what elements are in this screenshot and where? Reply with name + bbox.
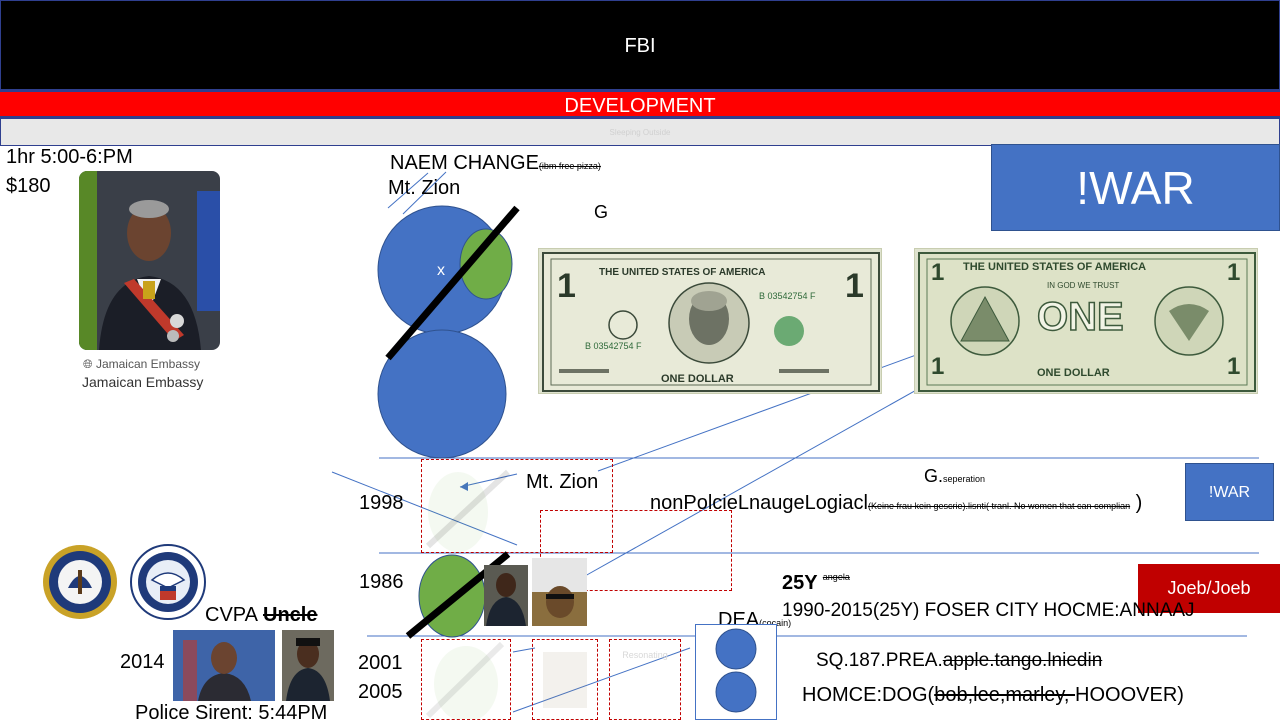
back-denom-tr: 1: [1227, 259, 1241, 286]
front-series-top: B 03542754 F: [759, 291, 816, 301]
year-2014-label: 2014: [120, 651, 165, 673]
back-bottom: ONE DOLLAR: [1037, 367, 1110, 379]
homce-prefix: HOMCE:DOG(: [802, 684, 935, 706]
placeholder-faded: Resonating: [609, 639, 681, 720]
war-small-box: !WAR: [1185, 463, 1274, 521]
g-label: G: [594, 202, 609, 222]
year-2001: 2001: [358, 652, 403, 674]
front-series-bottom: B 03542754 F: [585, 341, 642, 351]
homeland-security-seal-icon: [130, 544, 206, 620]
photo-credit: 🌐︎ Jamaican Embassy: [83, 357, 200, 372]
joeb-button[interactable]: Joeb/Joeb: [1138, 564, 1280, 613]
homce-label: HOMCE:DOG(bob,lee,marley, HOOOVER): [802, 684, 1184, 707]
photo-credit-text: Jamaican Embassy: [95, 357, 200, 371]
price-label: $180: [6, 175, 51, 197]
year-1986: 1986: [359, 571, 404, 593]
back-denom-br: 1: [1227, 353, 1241, 380]
x-mark: x: [437, 262, 445, 279]
year-2005: 2005: [358, 681, 403, 703]
dollar-bill-front: THE UNITED STATES OF AMERICA B 03542754 …: [538, 248, 882, 394]
name-change-label: NAEM CHANGE(ibm free pizza): [390, 152, 601, 175]
placeholder-1998: [421, 459, 613, 553]
back-center: ONE: [1036, 294, 1124, 340]
angela-note: angela: [822, 572, 850, 582]
foser-label: 1990-2015(25Y) FOSER CITY HOCME:ANNAAJ: [782, 600, 1195, 621]
mt-zion-top-label: Mt. Zion: [388, 177, 461, 199]
front-bottom: ONE DOLLAR: [661, 373, 734, 385]
dollar-bill-back: THE UNITED STATES OF AMERICA IN GOD WE T…: [914, 248, 1258, 394]
time-label: 1hr 5:00-6:PM: [6, 146, 133, 168]
back-denom-tl: 1: [931, 259, 945, 286]
g-sep-note: seperation: [943, 474, 986, 484]
homce-suffix: HOOOVER): [1075, 684, 1184, 706]
placeholder-2001: [421, 639, 511, 722]
sq-prefix: SQ.187.PREA.: [816, 650, 943, 671]
cvpa-label: CVPA: [205, 604, 258, 626]
nonpolice-note: (Keine frau kein gescrie).lisnti( tranl.…: [867, 501, 1131, 511]
officer-photo-left: [282, 630, 334, 701]
dea-note: (cocain): [759, 618, 792, 628]
name-change-text: NAEM CHANGE: [390, 152, 539, 174]
officer-photo-1986: [484, 565, 528, 626]
front-denom-right: 1: [845, 267, 864, 305]
suspect-photo-1986: [532, 558, 587, 626]
globe-icon: 🌐︎: [83, 357, 93, 371]
y25-text: 25Y: [782, 572, 818, 594]
development-banner: DEVELOPMENT: [0, 90, 1280, 118]
name-change-note: (ibm free pizza): [538, 161, 601, 171]
venn-circles: [377, 205, 520, 459]
nonpolice-text: nonPolcieLnaugeLogiacl: [650, 492, 868, 514]
war-big-box: !WAR: [991, 144, 1280, 231]
nonpolice-end: ): [1135, 492, 1143, 514]
dea-box: [695, 624, 777, 720]
placeholder-overlap: [540, 510, 732, 591]
police-sirent-label: Police Sirent: 5:44PM: [135, 702, 328, 724]
photo-caption: Jamaican Embassy: [82, 374, 204, 390]
subtitle-bar: Sleeping Outside: [0, 118, 1280, 146]
back-denom-bl: 1: [931, 353, 945, 380]
year-1998: 1998: [359, 492, 404, 514]
placeholder-2001-photo: [532, 639, 598, 720]
g-seperation-label: G.seperation: [924, 466, 985, 487]
mt-zion-mid-label: Mt. Zion: [526, 471, 599, 493]
homce-struck: bob,lee,marley,: [934, 684, 1076, 706]
sq-label: SQ.187.PREA.apple.tango.lniedin: [816, 650, 1102, 672]
front-title: THE UNITED STATES OF AMERICA: [599, 267, 766, 278]
back-motto: IN GOD WE TRUST: [1047, 281, 1120, 290]
navy-seal-icon: [42, 544, 118, 620]
uncle-label: Uncle: [263, 604, 318, 626]
official-photo: [173, 630, 275, 701]
faded-label: Resonating: [622, 650, 668, 660]
sq-struck: apple.tango.lniedin: [942, 650, 1103, 671]
ambassador-photo: [79, 171, 220, 350]
front-denom-left: 1: [557, 267, 576, 305]
header-title: FBI: [0, 0, 1280, 90]
g-sep-text: G.: [924, 466, 944, 486]
back-title: THE UNITED STATES OF AMERICA: [963, 261, 1147, 273]
nonpolice-label: nonPolcieLnaugeLogiacl(Keine frau kein g…: [650, 492, 1142, 515]
y25-label: 25Y angela: [782, 572, 850, 595]
